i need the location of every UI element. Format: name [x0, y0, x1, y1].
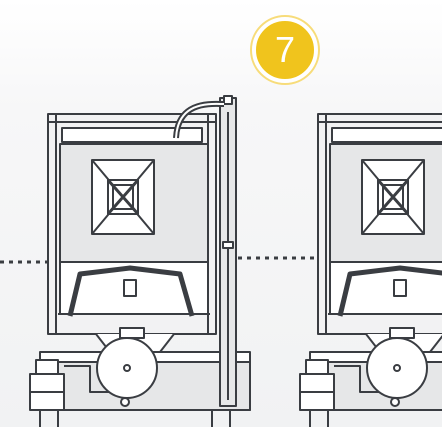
top-rail	[331, 127, 442, 143]
pipe-cap	[223, 95, 233, 105]
funnel-struts	[337, 265, 442, 317]
step-number: 7	[274, 29, 296, 70]
ibc-tote-unit-left	[29, 95, 251, 427]
step-number-badge: 7	[252, 17, 318, 83]
valve-drain	[390, 397, 400, 407]
valve-flange	[119, 327, 145, 339]
pump-head	[305, 359, 329, 375]
funnel-outlet	[123, 279, 137, 297]
valve-drain	[120, 397, 130, 407]
pipe-clamp	[222, 241, 234, 249]
valve-hub	[123, 364, 131, 372]
pump-pipe	[334, 365, 380, 393]
valve-hub	[393, 364, 401, 372]
funnel-struts	[67, 265, 195, 317]
ibc-tote-unit-right	[299, 113, 442, 427]
top-rail	[61, 127, 203, 143]
hatch-inner	[382, 184, 404, 210]
hatch-inner	[112, 184, 134, 210]
pump-head	[35, 359, 59, 375]
valve-flange	[389, 327, 415, 339]
pump-pipe	[64, 365, 110, 393]
funnel-outlet	[393, 279, 407, 297]
hose-highlight	[175, 102, 225, 139]
